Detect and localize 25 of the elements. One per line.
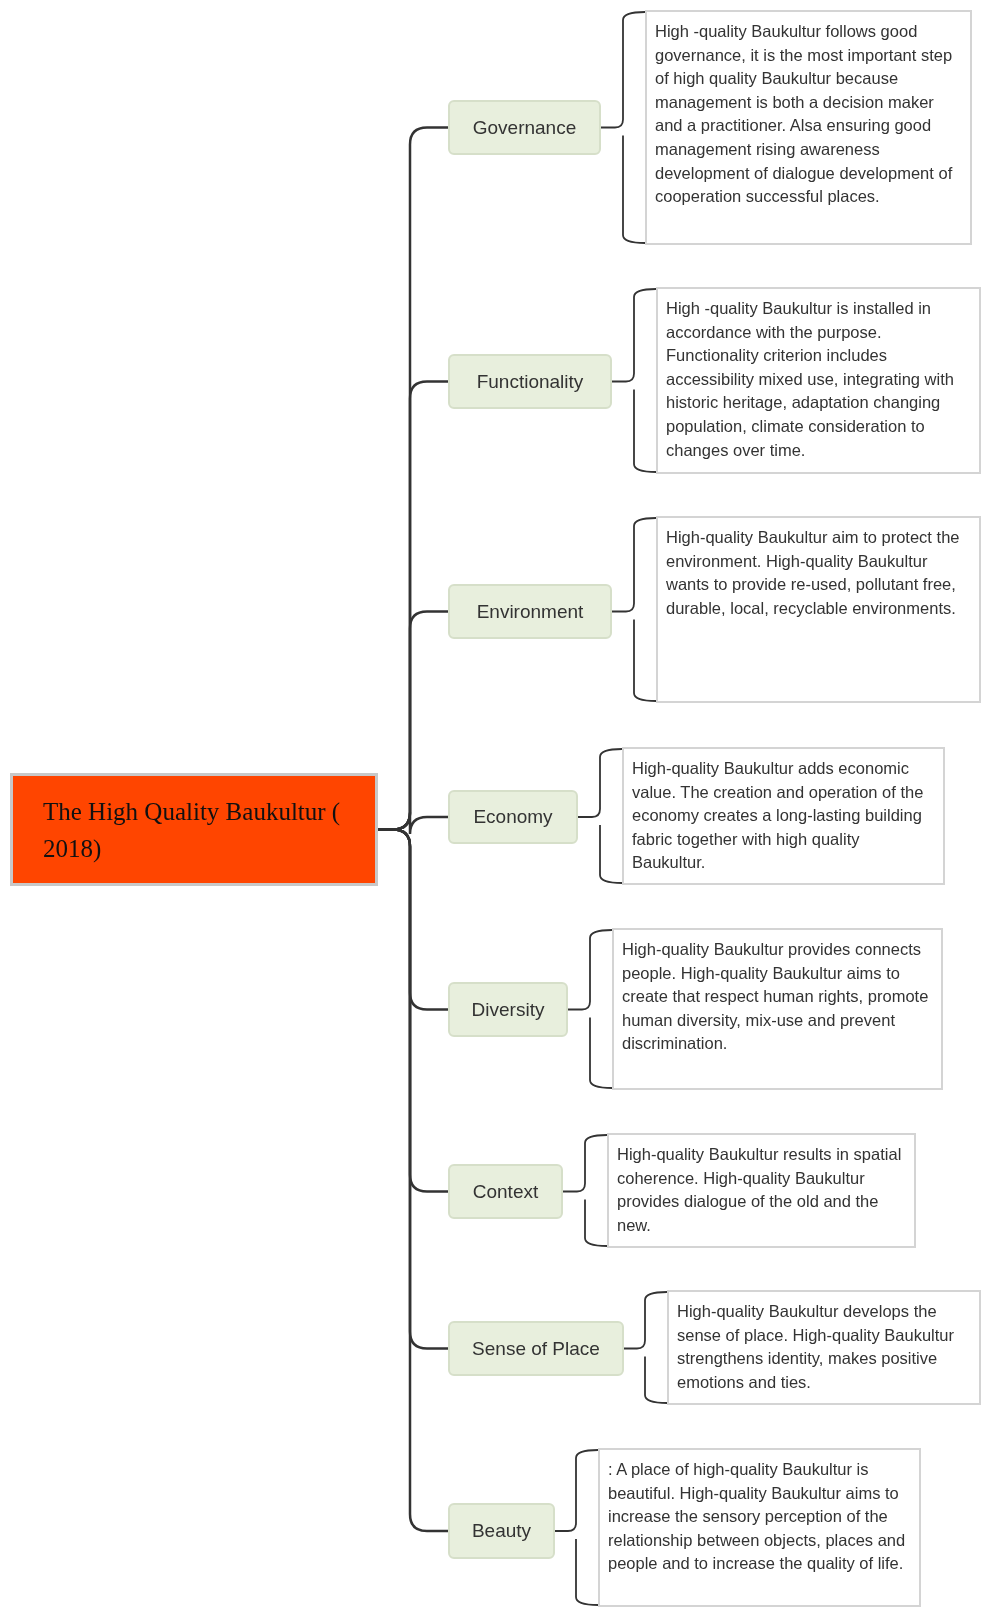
brace-connector (562, 1134, 608, 1247)
brace-connector (577, 748, 623, 884)
category-box: Functionality (448, 354, 612, 409)
category-box: Governance (448, 100, 601, 155)
description-box: High-quality Baukultur aim to protect the environment. High-quality Baukultur wants to provide re-used, pollutant free, durable, local, recyclable environments. (656, 516, 981, 703)
brace-connector (567, 929, 613, 1089)
brace-connector (623, 1291, 668, 1404)
description-box: High-quality Baukultur develops the sense of place. High-quality Baukultur strengthens identity, makes positive emotions and ties. (667, 1290, 981, 1405)
brace-connector (611, 288, 657, 473)
description-box: High -quality Baukultur follows good governance, it is the most important step of high quality Baukultur because management is both a decision maker and a practitioner. Alsa ensuring good management rising awareness development of dialogue development of cooperation successful places. (645, 10, 972, 245)
category-box: Environment (448, 584, 612, 639)
description-box: High-quality Baukultur adds economic value. The creation and operation of the economy creates a long-lasting building fabric together with high quality Baukultur. (622, 747, 945, 885)
description-box: High-quality Baukultur provides connects people. High-quality Baukultur aims to create that respect human rights, promote human diversity, mix-use and prevent discrimination. (612, 928, 943, 1090)
category-box: Economy (448, 790, 578, 844)
category-box: Beauty (448, 1503, 555, 1559)
description-box: High -quality Baukultur is installed in accordance with the purpose. Functionality criterion includes accessibility mixed use, integrating with historic heritage, adaptation changing population, climate consideration to changes over time. (656, 287, 981, 474)
category-box: Context (448, 1164, 563, 1219)
category-box: Diversity (448, 982, 568, 1037)
description-box: : A place of high-quality Baukultur is beautiful. High-quality Baukultur aims to increase the sensory perception of the relationship between objects, places and people and to increase the quality of life. (598, 1448, 921, 1607)
brace-connector (554, 1449, 599, 1606)
brace-connector (611, 517, 657, 702)
brace-connector (600, 11, 646, 244)
description-box: High-quality Baukultur results in spatial coherence. High-quality Baukultur provides dialogue of the old and the new. (607, 1133, 916, 1248)
title-box: The High Quality Baukultur ( 2018) (10, 773, 378, 886)
category-box: Sense of Place (448, 1321, 624, 1376)
